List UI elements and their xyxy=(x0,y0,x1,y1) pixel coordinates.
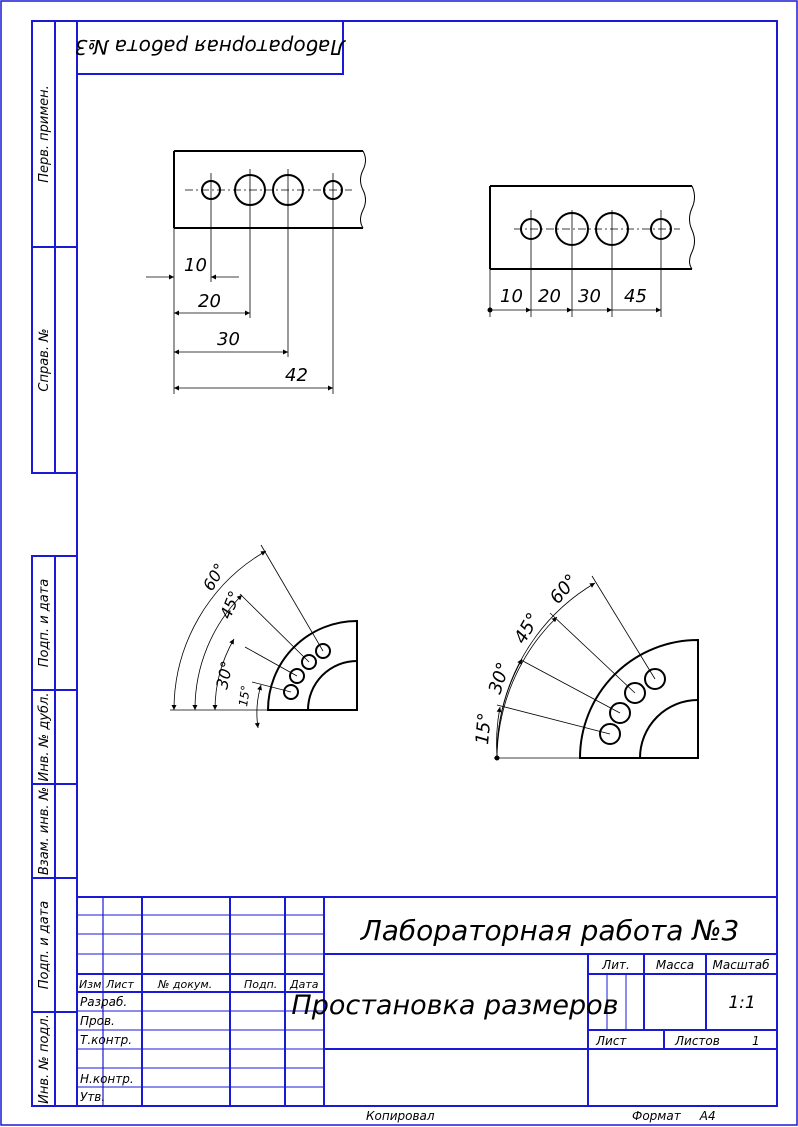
fig-angles-right-dim-30: 30° xyxy=(485,660,515,697)
fig-chain xyxy=(146,150,366,394)
stamp-inv-podl: Инв. № подл. xyxy=(37,1014,52,1104)
fig-angles-left-dim-45: 45° xyxy=(216,588,244,621)
fig-baseline xyxy=(489,185,695,317)
row-nkontr: Н.контр. xyxy=(80,1072,134,1086)
col-list: Лист xyxy=(105,978,134,991)
stamp-sprav-no: Справ. № xyxy=(37,328,52,391)
fig-angles-left-dim-15: 15° xyxy=(236,684,253,707)
sheets-label: Листов xyxy=(674,1034,720,1048)
fig-chain-dim-20: 20 xyxy=(198,291,221,312)
fig-chain-dim-30: 30 xyxy=(217,329,240,350)
fig-angles-right-origin-dot xyxy=(494,755,500,761)
fig-angles-right xyxy=(494,575,699,759)
col-izm: Изм xyxy=(79,978,101,991)
fig-chain-dim-10: 10 xyxy=(184,255,207,276)
fig-angles-right-dim-60: 60° xyxy=(546,570,583,608)
title-doc: Лабораторная работа №3 xyxy=(360,914,740,947)
fig-angles-left-dim-30: 30° xyxy=(212,659,236,691)
stamp-podp-data-2: Подп. и дата xyxy=(37,901,52,990)
sheet-label: Лист xyxy=(595,1034,627,1048)
fig-baseline-dim-10: 10 xyxy=(500,286,523,307)
sheets-value: 1 xyxy=(752,1034,760,1048)
row-utv: Утв. xyxy=(80,1090,105,1104)
stamp-perv-primen: Перв. примен. xyxy=(37,85,52,183)
col-doc-no: № докум. xyxy=(157,978,212,991)
massa-label: Масса xyxy=(656,958,694,972)
fig-baseline-dim-20: 20 xyxy=(538,286,561,307)
fig-angles-left xyxy=(170,544,358,729)
row-prov: Пров. xyxy=(80,1014,115,1028)
fig-angles-left-dim-60: 60° xyxy=(199,560,230,594)
scale-value: 1:1 xyxy=(728,993,755,1013)
stamp-inv-dubl: Инв. № дубл. xyxy=(37,693,52,782)
col-podp: Подп. xyxy=(244,978,277,991)
stamp-podp-data-1: Подп. и дата xyxy=(37,579,52,668)
row-tkontr: Т.контр. xyxy=(80,1033,132,1047)
fig-angles-right-dim-45: 45° xyxy=(510,609,544,647)
fig-baseline-dim-30: 30 xyxy=(578,286,601,307)
fig-angles-right-dim-15: 15° xyxy=(472,712,496,746)
bottom-format: Формат А4 xyxy=(632,1109,716,1123)
stamp-vzam-inv: Взам. инв. № xyxy=(37,787,52,875)
lit-label: Лит. xyxy=(601,958,630,972)
masshtab-label: Масштаб xyxy=(712,958,770,972)
col-data: Дата xyxy=(289,978,319,991)
row-razrab: Разраб. xyxy=(80,995,127,1009)
fig-chain-dim-42: 42 xyxy=(285,365,308,386)
mirrored-top-label: Лабораторная работа №3 xyxy=(75,35,346,59)
bottom-copied: Копировал xyxy=(366,1109,435,1123)
title-drawing-name: Простановка размеров xyxy=(291,990,618,1021)
fig-baseline-dim-45: 45 xyxy=(624,286,647,307)
fig-baseline-origin-dot xyxy=(487,307,493,313)
